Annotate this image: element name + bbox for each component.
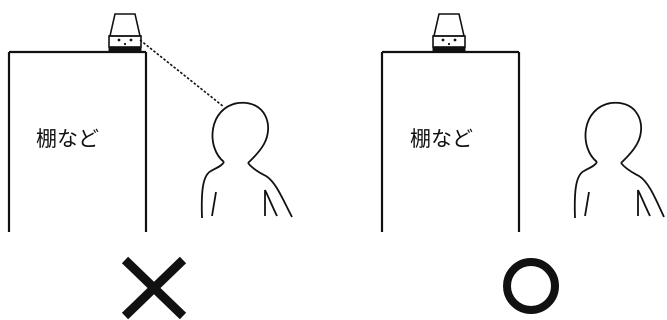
panel-correct: 棚など bbox=[380, 13, 665, 314]
cross-mark-icon bbox=[121, 256, 187, 320]
circle-mark-icon bbox=[503, 258, 559, 314]
person-icon bbox=[200, 102, 293, 219]
panel-incorrect: 棚など bbox=[7, 13, 293, 320]
shelf-label: 棚など bbox=[36, 127, 99, 151]
line-of-sight bbox=[139, 39, 225, 108]
shelf-label: 棚など bbox=[410, 127, 473, 151]
robot-device-icon bbox=[108, 13, 142, 53]
robot-device-icon bbox=[432, 13, 466, 53]
person-icon bbox=[573, 102, 665, 219]
